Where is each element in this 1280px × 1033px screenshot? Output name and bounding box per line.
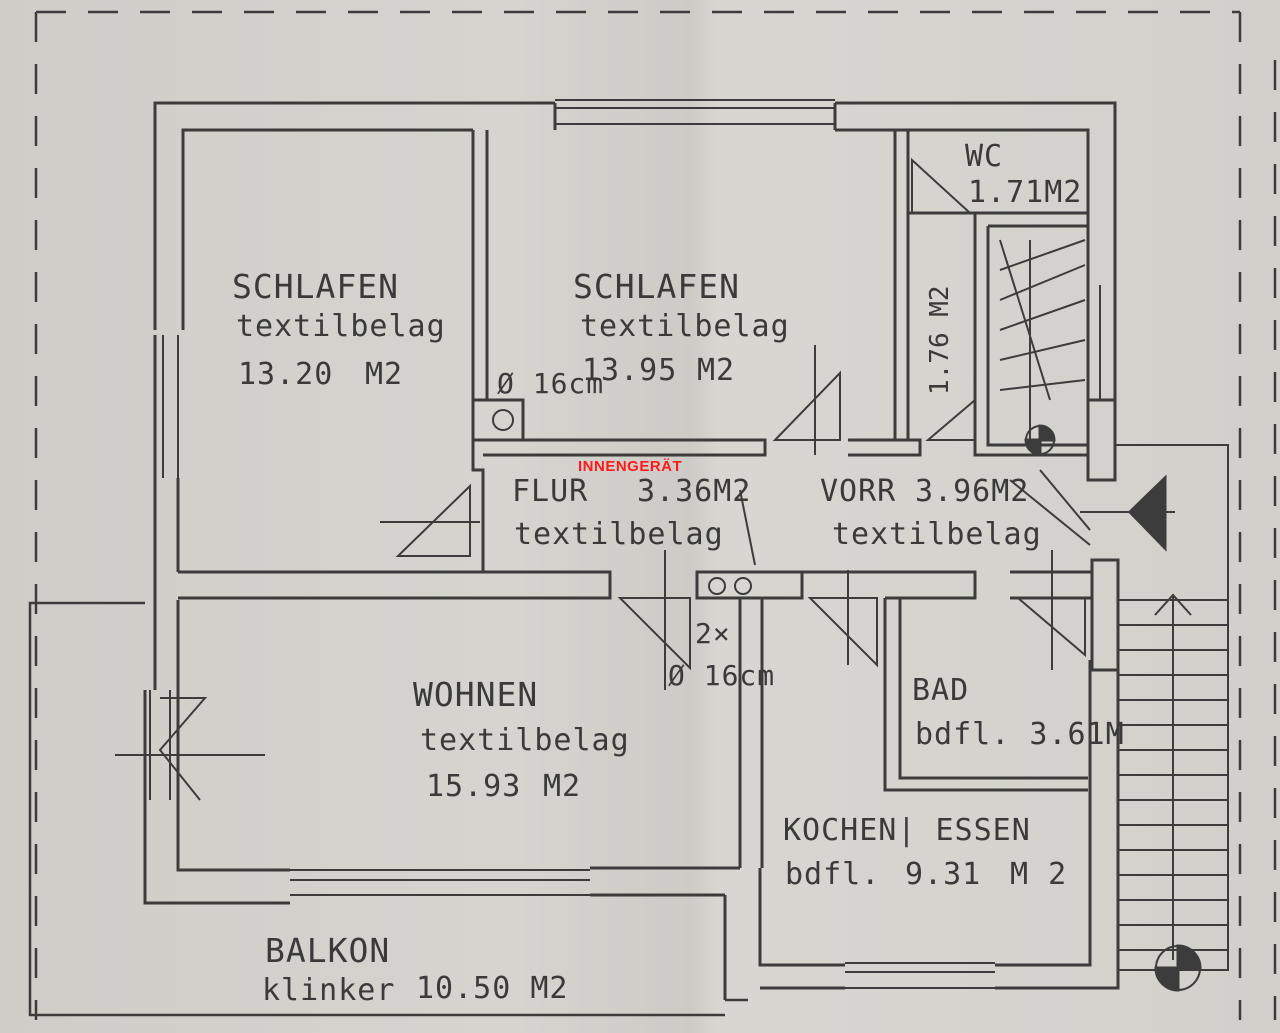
room-wohnen-area: 15.93: [426, 769, 522, 804]
room-kochen-name: KOCHEN| ESSEN: [783, 813, 1031, 848]
room-flur-floor: textilbelag: [514, 517, 724, 552]
room-wc-name: WC: [965, 139, 1004, 174]
room-bad-floor-area: bdfl. 3.61M: [915, 717, 1125, 752]
room-kochen-unit: M 2: [1010, 857, 1068, 892]
balkon-floor: klinker: [262, 973, 396, 1008]
room-schlafen2-floor: textilbelag: [580, 309, 790, 344]
lamp-icon: [1024, 424, 1202, 992]
room-schlafen1-floor: textilbelag: [236, 309, 446, 344]
balcony-outline: [28, 601, 748, 1017]
room-vorr-area: 3.96M2: [915, 474, 1030, 509]
room-flur-area: 3.36M2: [637, 474, 752, 509]
internal-stair: [999, 239, 1086, 445]
indoor-unit-label: INNENGERÄT: [578, 458, 683, 475]
room-kochen-area: 9.31: [905, 857, 982, 892]
external-stair: [1115, 444, 1229, 971]
room-kochen-floor: bdfl.: [785, 857, 881, 892]
room-schlafen1-area: 13.20: [238, 357, 334, 392]
flue-single-label: Ø 16cm: [497, 367, 605, 400]
room-schlafen2-unit: M2: [697, 353, 736, 388]
door-swings: [115, 157, 1091, 801]
room-vorr-floor: textilbelag: [832, 517, 1042, 552]
room-schlafen2-name: SCHLAFEN: [573, 267, 740, 306]
flue-double-label: Ø 16cm: [668, 659, 776, 692]
room-flur-name: FLUR: [512, 474, 589, 509]
room-schlafen2-area: 13.95: [582, 353, 678, 388]
room-wohnen-floor: textilbelag: [420, 723, 630, 758]
room-schlafen1-name: SCHLAFEN: [232, 267, 399, 306]
balkon-area: 10.50 M2: [416, 971, 569, 1006]
room-wohnen-unit: M2: [543, 769, 582, 804]
room-vorr-name: VORR: [820, 474, 897, 509]
flue-double-count: 2×: [695, 617, 731, 650]
stair-area-label: 1.76 M2: [925, 285, 955, 395]
balkon-name: BALKON: [265, 931, 391, 970]
room-bad-name: BAD: [912, 673, 970, 708]
room-wc-area: 1.71M2: [968, 175, 1083, 210]
room-schlafen1-unit: M2: [365, 357, 404, 392]
room-wohnen-name: WOHNEN: [413, 675, 539, 714]
flue-symbols: [492, 409, 756, 595]
entrance-arrow-icon: [1080, 474, 1175, 552]
plot-boundary: [34, 10, 1277, 1020]
